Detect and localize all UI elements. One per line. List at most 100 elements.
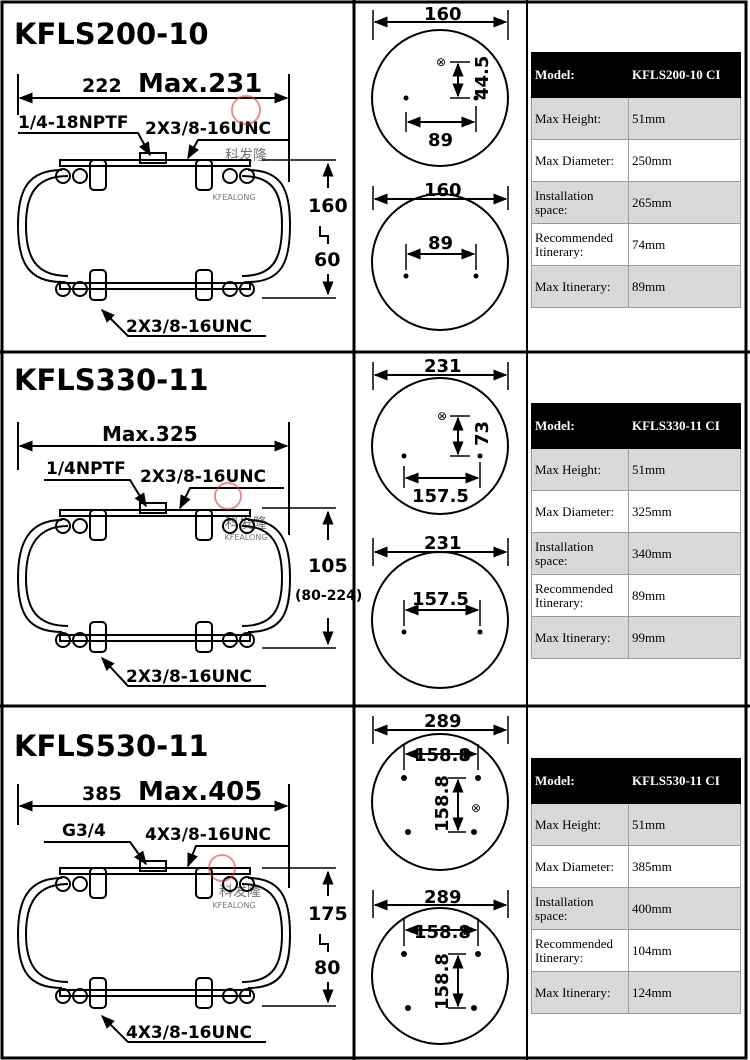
- top-plate-spacing: 89: [428, 130, 453, 151]
- top-thread-label: 2X3/8-16UNC: [140, 467, 266, 487]
- spec-label-model: Model:: [531, 403, 629, 449]
- top-plate-view: 231 ⊗ 73 157.5: [371, 356, 509, 515]
- height-upper: 175: [308, 903, 348, 925]
- product-title: KFLS330-11: [14, 363, 209, 397]
- svg-text:科发隆: 科发隆: [225, 148, 267, 164]
- spec-value-max-height: 51mm: [628, 97, 741, 140]
- spec-value-installation-space: 400mm: [628, 887, 741, 930]
- spec-value-model: KFLS330-11 CI: [628, 403, 741, 449]
- bottom-plate-spacing-y: 158.8: [432, 953, 453, 1010]
- max-width-dimension: Max.405: [138, 777, 262, 807]
- spec-value-installation-space: 265mm: [628, 181, 741, 224]
- spec-table: Model:KFLS330-11 CI Max Height:51mm Max …: [531, 403, 741, 659]
- top-plate-view: 160 ⊗ 44.5 89: [371, 4, 509, 167]
- air-spring-profile: [16, 860, 292, 1009]
- spec-label-recommended-itinerary: Recommended Itinerary:: [531, 929, 629, 972]
- product-title: KFLS200-10: [14, 17, 209, 51]
- spec-label-recommended-itinerary: Recommended Itinerary:: [531, 223, 629, 266]
- bottom-plate-view: 231 157.5: [371, 533, 509, 689]
- section-1: KFLS200-10 222 Max.231 1/4-18NPTF 2X3/8-…: [14, 4, 509, 337]
- svg-text:科发隆: 科发隆: [219, 884, 261, 900]
- spec-label-max-diameter: Max Diameter:: [531, 845, 629, 888]
- air-port-icon: ⊗: [436, 55, 446, 69]
- air-spring-profile: [16, 502, 292, 653]
- section-3: KFLS530-11 385 Max.405 G3/4 4X3/8-16UNC: [14, 711, 509, 1045]
- height-lower: (80-224): [295, 588, 362, 604]
- top-plate-view: 289 158.8 ⊗ 158.8: [371, 711, 509, 871]
- air-spring-profile: [16, 152, 292, 301]
- watermark-logo: 科发隆 KFEALONG 科发隆 KFEALONG 科发隆 KFEALONG: [208, 95, 268, 910]
- spec-label-installation-space: Installation space:: [531, 887, 629, 930]
- spec-label-installation-space: Installation space:: [531, 532, 629, 575]
- bottom-plate-view: 289 158.8 158.8: [371, 887, 509, 1045]
- spec-value-max-itinerary: 99mm: [628, 616, 741, 659]
- height-upper: 160: [308, 195, 348, 217]
- top-plate-diameter: 289: [424, 711, 462, 732]
- top-thread-label: 2X3/8-16UNC: [145, 119, 271, 139]
- air-port-icon: ⊗: [471, 801, 481, 815]
- port-label: 1/4-18NPTF: [18, 113, 128, 133]
- spec-label-max-height: Max Height:: [531, 97, 629, 140]
- bottom-thread-label: 4X3/8-16UNC: [126, 1023, 252, 1043]
- bottom-plate-spacing: 89: [428, 233, 453, 254]
- spec-table: Model:KFLS530-11 CI Max Height:51mm Max …: [531, 758, 741, 1014]
- svg-text:KFEALONG: KFEALONG: [224, 533, 267, 542]
- bottom-plate-diameter: 289: [424, 887, 462, 908]
- spec-label-max-itinerary: Max Itinerary:: [531, 265, 629, 308]
- max-width-dimension: Max.325: [102, 422, 198, 446]
- bottom-plate-diameter: 160: [424, 180, 462, 201]
- top-plate-spacing-y: 158.8: [432, 775, 453, 832]
- spec-value-max-itinerary: 89mm: [628, 265, 741, 308]
- port-label: 1/4NPTF: [46, 459, 126, 479]
- section-2: KFLS330-11 Max.325 1/4NPTF 2X3/8-16UNC: [14, 356, 509, 689]
- spec-label-recommended-itinerary: Recommended Itinerary:: [531, 574, 629, 617]
- spec-value-max-height: 51mm: [628, 803, 741, 846]
- spec-label-max-diameter: Max Diameter:: [531, 490, 629, 533]
- svg-text:KFEALONG: KFEALONG: [212, 193, 255, 202]
- max-width-dimension: Max.231: [138, 69, 262, 99]
- svg-text:KFEALONG: KFEALONG: [212, 901, 255, 910]
- bottom-plate-spacing-x: 158.8: [414, 922, 471, 943]
- svg-text:科发隆: 科发隆: [225, 516, 267, 532]
- spec-label-max-height: Max Height:: [531, 448, 629, 491]
- width-dimension: 222: [82, 75, 122, 97]
- spec-value-max-diameter: 250mm: [628, 139, 741, 182]
- height-lower: 60: [314, 249, 340, 271]
- air-port-icon: ⊗: [437, 409, 447, 423]
- width-dimension: 385: [82, 783, 122, 805]
- spec-value-recommended-itinerary: 74mm: [628, 223, 741, 266]
- spec-table: Model:KFLS200-10 CI Max Height:51mm Max …: [531, 52, 741, 308]
- spec-label-max-height: Max Height:: [531, 803, 629, 846]
- height-lower: 80: [314, 957, 340, 979]
- spec-label-model: Model:: [531, 52, 629, 98]
- spec-value-max-itinerary: 124mm: [628, 971, 741, 1014]
- top-plate-offset: 44.5: [472, 56, 493, 100]
- height-upper: 105: [308, 555, 348, 577]
- bottom-plate-view: 160 89: [371, 180, 509, 331]
- spec-value-max-diameter: 385mm: [628, 845, 741, 888]
- spec-value-model: KFLS200-10 CI: [628, 52, 741, 98]
- bottom-thread-label: 2X3/8-16UNC: [126, 667, 252, 687]
- top-plate-diameter: 231: [424, 356, 462, 377]
- top-plate-spacing-x: 158.8: [414, 745, 471, 766]
- bottom-plate-diameter: 231: [424, 533, 462, 554]
- spec-label-installation-space: Installation space:: [531, 181, 629, 224]
- spec-value-recommended-itinerary: 104mm: [628, 929, 741, 972]
- spec-value-recommended-itinerary: 89mm: [628, 574, 741, 617]
- top-thread-label: 4X3/8-16UNC: [145, 825, 271, 845]
- bottom-plate-spacing: 157.5: [412, 589, 469, 610]
- spec-value-max-diameter: 325mm: [628, 490, 741, 533]
- bottom-thread-label: 2X3/8-16UNC: [126, 317, 252, 337]
- spec-value-installation-space: 340mm: [628, 532, 741, 575]
- top-plate-spacing: 157.5: [412, 486, 469, 507]
- spec-value-model: KFLS530-11 CI: [628, 758, 741, 804]
- spec-label-max-diameter: Max Diameter:: [531, 139, 629, 182]
- port-label: G3/4: [62, 821, 106, 841]
- spec-label-max-itinerary: Max Itinerary:: [531, 616, 629, 659]
- spec-value-max-height: 51mm: [628, 448, 741, 491]
- spec-label-max-itinerary: Max Itinerary:: [531, 971, 629, 1014]
- top-plate-diameter: 160: [424, 4, 462, 25]
- spec-label-model: Model:: [531, 758, 629, 804]
